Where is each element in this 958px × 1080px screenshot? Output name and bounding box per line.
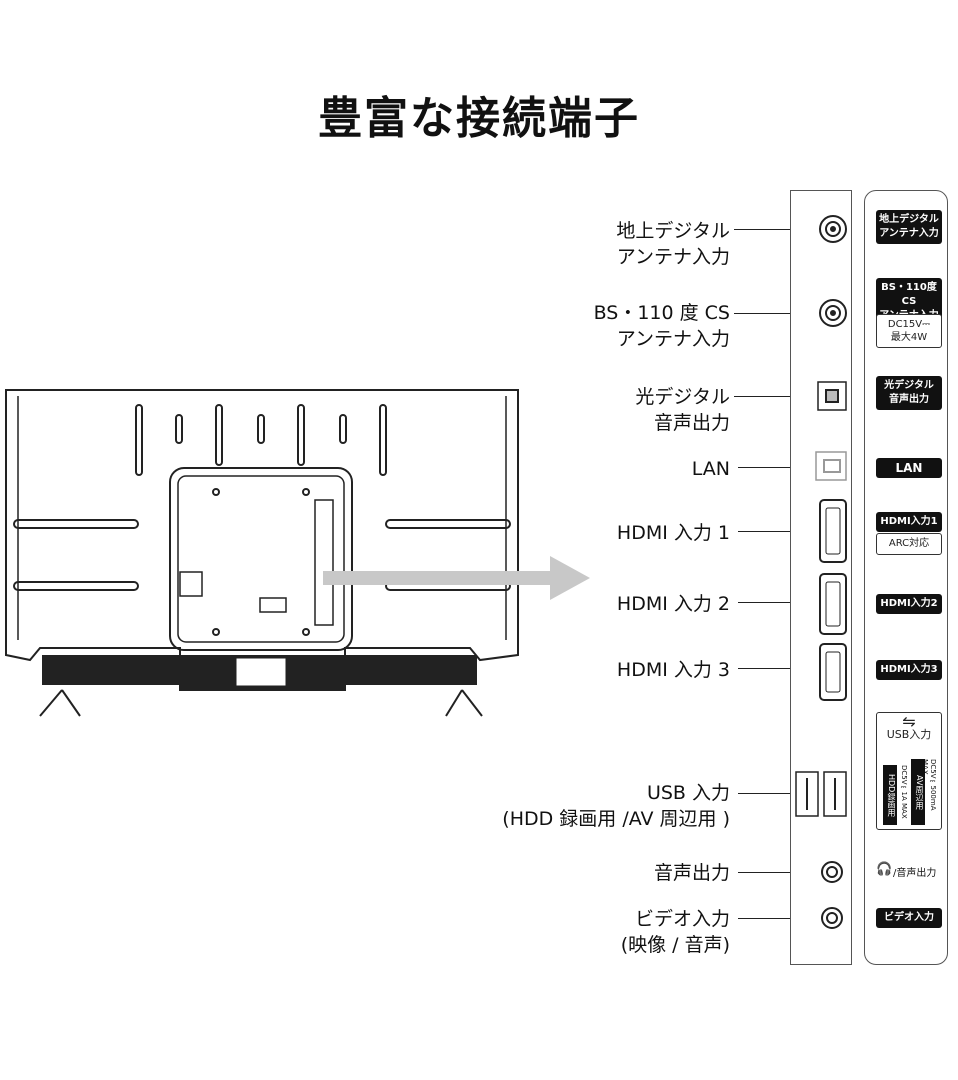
- badge-terrestrial: 地上デジタルアンテナ入力: [876, 210, 942, 244]
- leader-video: [738, 918, 818, 919]
- badge-hdmi1: HDMI入力1: [876, 512, 942, 532]
- usb-av-label: AV周辺用: [911, 759, 925, 825]
- leader-hdmi2: [738, 602, 818, 603]
- usb-hdd-spec: DC5V⎓1A MAX: [900, 765, 908, 819]
- usb-av-spec: DC5V⎓500mA MAX: [921, 759, 937, 811]
- badge-hdmi1-arc: ARC対応: [876, 533, 942, 555]
- audio-out-label: /音声出力: [893, 868, 937, 879]
- speaker-grille: [42, 655, 477, 689]
- label-terrestrial: 地上デジタルアンテナ入力: [616, 220, 730, 268]
- pointer-arrow: [323, 556, 590, 600]
- badge-bs-power: DC15V⎓最大4W: [876, 314, 942, 348]
- usb-hdd-label: HDD録画用: [883, 765, 897, 825]
- usb-label-box: ⇋ USB入力 HDD録画用 DC5V⎓1A MAX AV周辺用 DC5V⎓50…: [876, 712, 942, 830]
- usb-symbol-icon: ⇋: [902, 712, 916, 731]
- badge-hdmi2: HDMI入力2: [876, 594, 942, 614]
- leader-audio: [738, 872, 818, 873]
- badge-hdmi3: HDMI入力3: [876, 660, 942, 680]
- tv-back-illustration: [5, 389, 519, 717]
- badge-lan: LAN: [876, 458, 942, 478]
- leader-usb: [738, 793, 796, 794]
- leader-lan: [738, 467, 818, 468]
- leader-hdmi1: [738, 531, 818, 532]
- headphone-icon: 🎧: [876, 862, 893, 877]
- badge-optical: 光デジタル音声出力: [876, 376, 942, 410]
- leader-bs: [734, 313, 818, 314]
- label-hdmi3: HDMI 入力 3: [616, 659, 730, 681]
- leader-terrestrial: [734, 229, 818, 230]
- usb-label: USB入力: [886, 728, 932, 741]
- label-hdmi1: HDMI 入力 1: [616, 522, 730, 544]
- badge-video: ビデオ入力: [876, 908, 942, 928]
- leader-hdmi3: [738, 668, 818, 669]
- label-hdmi2: HDMI 入力 2: [616, 593, 730, 615]
- connector-panel: [790, 190, 852, 965]
- leader-optical: [734, 396, 818, 397]
- label-audio: 音声出力: [653, 862, 730, 884]
- label-lan: LAN: [691, 458, 730, 480]
- page-title: 豊富な接続端子: [318, 93, 640, 144]
- label-optical: 光デジタル音声出力: [635, 386, 730, 434]
- label-usb: USB 入力(HDD 録画用 /AV 周辺用 ): [502, 782, 730, 830]
- label-video: ビデオ入力(映像 / 音声): [620, 908, 730, 956]
